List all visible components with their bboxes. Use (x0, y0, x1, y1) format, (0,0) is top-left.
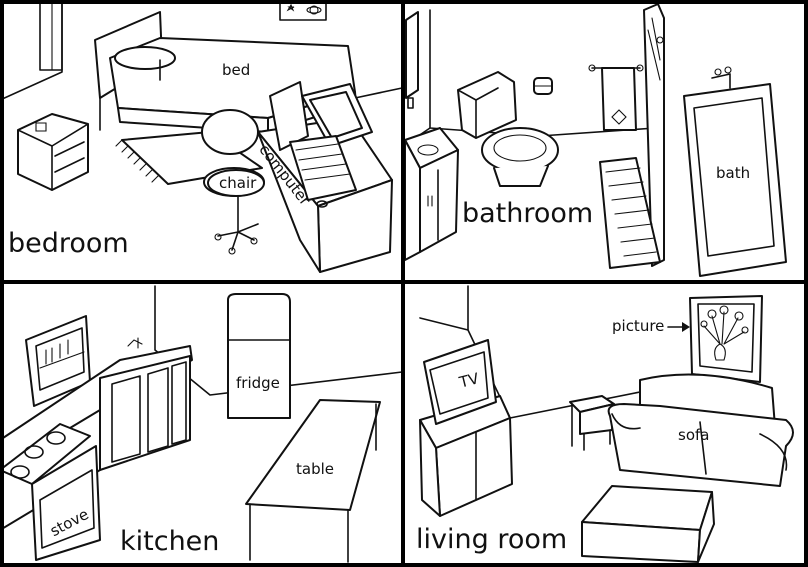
flower-vase-icon (690, 296, 762, 382)
item-label-tv: TV (457, 369, 481, 392)
ottoman-icon (582, 486, 714, 562)
toilet-paper-icon (534, 78, 552, 94)
computer-icon (270, 82, 372, 207)
bathroom-panel (405, 4, 786, 276)
sink-cabinet-icon (405, 128, 458, 260)
toilet-icon (458, 72, 558, 186)
chair-label-oval (208, 170, 264, 196)
bath-mat-icon (600, 158, 660, 268)
fridge-icon (228, 294, 290, 418)
mirror-icon (406, 12, 418, 108)
room-label-living-room: living room (416, 524, 568, 555)
room-label-bathroom: bathroom (462, 198, 594, 229)
desk-icon (258, 118, 392, 272)
towel-icon (589, 65, 643, 130)
item-label-fridge: fridge (236, 374, 280, 392)
bath-icon (684, 67, 786, 276)
tv-icon (424, 340, 496, 424)
side-table-icon (570, 396, 614, 450)
room-label-bedroom: bedroom (8, 228, 129, 259)
sofa-icon (609, 375, 793, 486)
item-label-bath: bath (716, 164, 751, 182)
room-label-kitchen: kitchen (120, 526, 220, 557)
planet-star-poster-icon (280, 0, 326, 20)
tv-stand-icon (420, 396, 512, 516)
table-icon (246, 400, 380, 562)
item-label-bed: bed (222, 61, 251, 79)
bedside-table-icon (18, 114, 88, 190)
stove-icon (0, 424, 100, 560)
window-icon (40, 0, 62, 70)
living-room-panel (420, 286, 793, 562)
item-label-picture: picture (612, 317, 665, 335)
kitchen-panel (0, 286, 402, 562)
item-label-sofa: sofa (678, 426, 710, 444)
right-arrow-icon (668, 322, 690, 332)
item-label-table: table (296, 460, 334, 478)
item-label-chair: chair (219, 174, 257, 192)
